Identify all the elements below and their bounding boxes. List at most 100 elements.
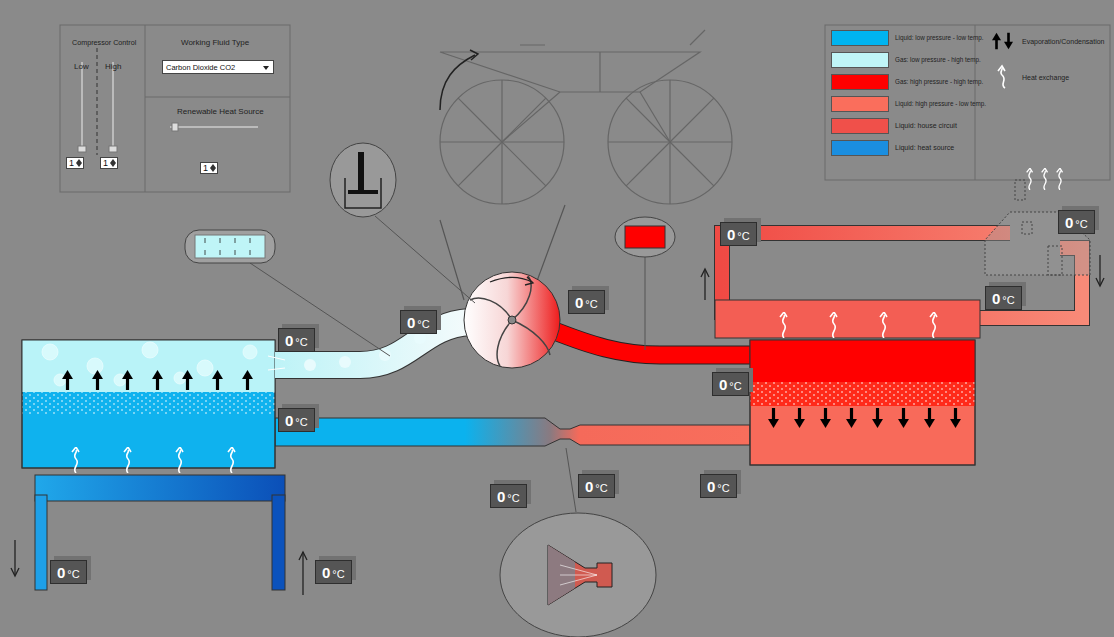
temperature-unit: °C [507,492,519,504]
temperature-value: 0 [727,226,735,243]
suction-pipe [275,322,470,365]
evaporator [22,340,275,473]
temperature-unit: °C [417,318,429,330]
spinner: 1 [100,157,118,169]
legend-text: Gas: low pressure - high temp. [895,56,981,63]
condensation-arrow [820,408,831,428]
evaporation-arrow [182,370,193,390]
temperature-value: 0 [407,314,415,331]
wheel-spoke [670,98,714,142]
callout-valve [500,448,656,637]
control-panel [60,25,290,192]
temperature-value: 0 [585,478,593,495]
heat-exchange-arrow [880,312,887,338]
control-value: 1 [103,158,108,168]
condensation-arrow [846,408,857,428]
temperature-value: 0 [719,376,727,393]
wheel-spoke [670,142,714,186]
heat-exchange-arrow [176,447,183,473]
temperature-box: 0°C [315,560,352,584]
panel-title: Compressor Control [72,38,136,47]
wheel-spoke [440,141,502,142]
wheel-spoke [669,142,670,204]
temperature-box: 0°C [578,474,615,498]
condensation-arrow [898,408,909,428]
legend-text: Gas: high pressure - high temp. [895,78,983,85]
temperature-unit: °C [1002,294,1014,306]
wheel-spoke [669,80,670,142]
wheel-spoke [608,141,670,142]
spinner-down [76,163,82,167]
wheel-spoke [670,141,732,142]
heat-exchange-arrow [72,447,79,473]
legend-text: Liquid: house circuit [895,122,957,129]
temperature-unit: °C [717,482,729,494]
evaporation-arrow [62,370,73,390]
control-value: 1 [69,158,74,168]
temperature-unit: °C [595,482,607,494]
temperature-value: 0 [707,478,715,495]
temperature-box: 0°C [1058,210,1095,234]
panel-title: Working Fluid Type [181,38,249,47]
slider-label: Low [74,62,89,71]
legend-text: Evaporation/Condensation [1022,38,1105,45]
legend-icons [992,33,1013,88]
dropdown-arrow [263,66,269,70]
legend-text: Heat exchange [1022,74,1069,81]
temperature-box: 0°C [712,372,749,396]
spinner: 1 [66,157,84,169]
wheel-spoke [501,80,502,142]
temperature-box: 0°C [720,222,757,246]
temperature-value: 0 [57,564,65,581]
temperature-value: 0 [322,564,330,581]
condensation-arrow [924,408,935,428]
temperature-value: 0 [1065,214,1073,231]
temperature-box: 0°C [490,484,527,508]
control-panel-section: Compressor ControlLowHigh11 [60,25,145,192]
condensation-arrow [794,408,805,428]
legend-swatch [831,96,889,112]
evaporation-arrow [92,370,103,390]
condensation-arrow [950,408,961,428]
house-heat [1027,168,1063,190]
heat-exchange-arrow [830,312,837,338]
spinner-down [110,163,116,167]
temperature-value: 0 [992,290,1000,307]
wheel-spoke [502,142,546,186]
legend-swatch [831,140,889,156]
heat-source-circuit [11,475,307,595]
legend-text: Liquid: high pressure - low temp. [895,100,986,107]
callout-hot-gas [615,217,675,350]
temperature-unit: °C [332,568,344,580]
heat-exchange-arrow [930,312,937,338]
evaporation-arrow [242,370,253,390]
wheel-spoke [502,141,564,142]
wheel-spoke [458,98,502,142]
temperature-box: 0°C [278,408,315,432]
temperature-box: 0°C [400,310,437,334]
heat-exchange-arrow [780,312,787,338]
temperature-box: 0°C [278,328,315,352]
liquid-line [275,418,750,446]
control-value: Carbon Dioxide CO2 [166,63,235,72]
wheel-spoke [502,98,546,142]
spinner: 1 [200,162,218,174]
temperature-box: 0°C [568,290,605,314]
dropdown: Carbon Dioxide CO2 [162,60,274,74]
condenser [750,312,975,465]
control-value: 1 [203,163,208,173]
legend-text: Liquid: low pressure - low temp. [895,34,984,41]
control-panel-section: Renewable Heat Source1 [145,97,290,192]
temperature-value: 0 [497,488,505,505]
temperature-value: 0 [285,332,293,349]
legend-swatch [831,52,889,68]
bicycle [440,30,732,300]
temperature-unit: °C [729,380,741,392]
evaporation-arrow [212,370,223,390]
legend-swatch [831,74,889,90]
heat-exchange-arrow [124,447,131,473]
temperature-value: 0 [285,412,293,429]
spinner-down [210,168,216,172]
